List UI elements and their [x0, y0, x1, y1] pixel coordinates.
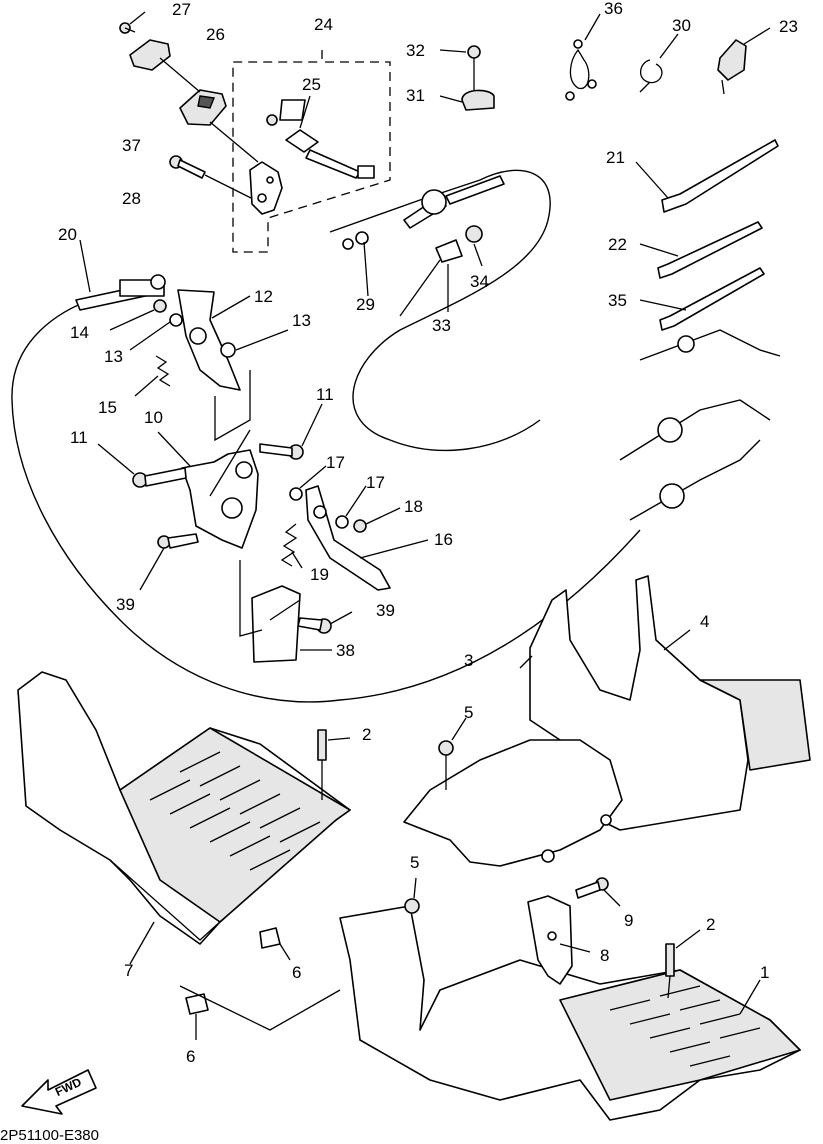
- part-27-screw: [119, 22, 136, 34]
- callout-39-left: 39: [116, 595, 135, 614]
- callout-1: 1: [760, 963, 769, 982]
- callout-2-upper: 2: [362, 725, 371, 744]
- callout-36: 36: [604, 0, 623, 18]
- callout-39-right: 39: [376, 601, 395, 620]
- callout-23: 23: [779, 17, 798, 36]
- part-21-cable-tie: [635, 139, 779, 213]
- part-23-holder: [717, 27, 771, 95]
- callout-24: 24: [314, 15, 333, 34]
- callout-7: 7: [124, 961, 133, 980]
- bolt-9: [575, 877, 621, 907]
- footrest-7-treads: [149, 751, 321, 871]
- bracket-12: [177, 289, 251, 442]
- callout-11-left: 11: [70, 428, 88, 447]
- callout-30: 30: [672, 16, 691, 35]
- callout-13-left: 13: [104, 347, 123, 366]
- drawing-code: 2P51100-E380: [0, 1127, 99, 1144]
- washer-14-13: [109, 299, 289, 358]
- washers-17-18: [289, 465, 401, 533]
- callout-34: 34: [470, 272, 489, 291]
- callout-9: 9: [624, 911, 633, 930]
- callout-16: 16: [434, 530, 453, 549]
- callout-19: 19: [310, 565, 329, 584]
- callout-4: 4: [700, 612, 709, 631]
- callout-5-upper: 5: [464, 703, 473, 722]
- footrest-1-treads: [609, 985, 761, 1067]
- bracket-10: [157, 429, 259, 549]
- callout-32: 32: [406, 41, 425, 60]
- part-30-ring: [639, 33, 679, 93]
- bolt-5-bottom: [404, 877, 420, 914]
- part-34-nut: [465, 225, 483, 267]
- callout-37: 37: [122, 136, 141, 155]
- callout-15: 15: [98, 398, 117, 417]
- cables-right: [619, 329, 781, 521]
- assembly-24-box: [232, 50, 391, 253]
- callout-17-upper: 17: [326, 453, 345, 472]
- callout-21: 21: [606, 148, 625, 167]
- callout-5-lower: 5: [410, 853, 419, 872]
- part-25-assembly: [266, 99, 375, 179]
- callout-38: 38: [336, 641, 355, 660]
- part-28-bolt: [169, 155, 206, 179]
- callout-25: 25: [302, 75, 321, 94]
- fwd-direction-arrow: FWD: [21, 1069, 97, 1115]
- pin-2-left: [317, 729, 351, 800]
- callout-35: 35: [608, 291, 627, 310]
- bolt-32-clamp-31: [439, 45, 495, 111]
- spring-19: [280, 523, 303, 569]
- bracket-8: [527, 895, 591, 985]
- shift-knob-group: [119, 11, 259, 201]
- callout-2-lower: 2: [706, 915, 715, 934]
- callout-14: 14: [70, 323, 89, 342]
- callout-11-right: 11: [316, 385, 334, 404]
- callout-labels: 27 26 37 28 24 25 32 31 36 30 23 21 22 3…: [58, 0, 798, 1066]
- shift-lever-bracket: [249, 161, 283, 215]
- callout-33: 33: [432, 316, 451, 335]
- callout-8: 8: [600, 946, 609, 965]
- callout-13-right: 13: [292, 311, 311, 330]
- footrest-7: [17, 671, 351, 965]
- pin-2-right: [665, 929, 701, 999]
- clip-6-lower: [179, 985, 341, 1040]
- bolt-5-top: [438, 717, 467, 790]
- part-35-cable-tie: [639, 267, 765, 331]
- callout-22: 22: [608, 235, 627, 254]
- part-33-cable-end: [399, 239, 463, 317]
- callout-6-upper: 6: [292, 963, 301, 982]
- callout-20: 20: [58, 225, 77, 244]
- callout-3: 3: [464, 651, 473, 670]
- spring-15: [134, 355, 171, 397]
- bolts-11: [97, 403, 323, 488]
- clip-6-upper: [259, 927, 291, 961]
- callout-6-lower: 6: [186, 1047, 195, 1066]
- part-26-cap: [129, 39, 171, 71]
- callout-10: 10: [144, 408, 163, 427]
- callout-31: 31: [406, 86, 425, 105]
- callout-18: 18: [404, 497, 423, 516]
- bracket-38: [239, 560, 332, 663]
- pedal-16: [305, 485, 429, 591]
- callout-26: 26: [206, 25, 225, 44]
- callout-29: 29: [356, 295, 375, 314]
- part-36-clip: [565, 13, 601, 101]
- callout-12: 12: [254, 287, 273, 306]
- bolts-39: [139, 533, 353, 634]
- callout-27: 27: [172, 0, 191, 19]
- cable-loop-20: [11, 239, 641, 703]
- part-22-cable-tie: [639, 221, 763, 279]
- callout-28: 28: [122, 189, 141, 208]
- footrest-1: [339, 905, 801, 1121]
- cover-center-tunnel: [403, 739, 623, 867]
- callout-17-lower: 17: [366, 473, 385, 492]
- cable-loop-29: [329, 169, 551, 452]
